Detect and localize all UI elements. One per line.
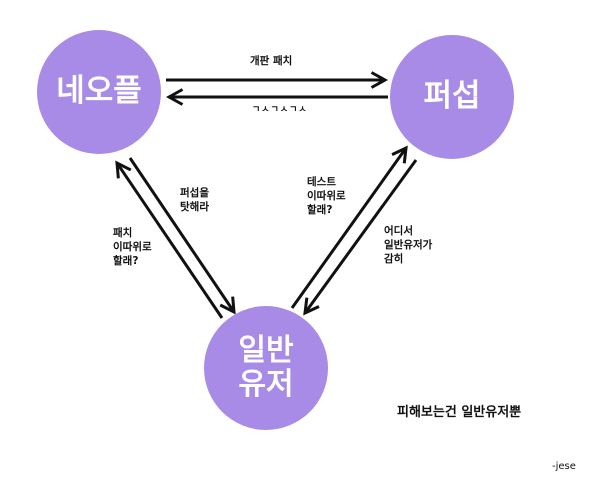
node-user-label-line2: 유저 (238, 367, 294, 402)
arrow-neople-to-user (128, 157, 234, 312)
node-neople-label: 네오플 (56, 73, 142, 110)
node-user-label-line1: 일반 (238, 332, 294, 368)
node-general-user: 일반 유저 (204, 306, 328, 430)
arrow-pubsub-to-user (305, 159, 418, 313)
label-blame-pubsub: 퍼섭을 탓해라 (180, 187, 209, 214)
label-test-complaint: 테스트 이따위로 할래? (307, 176, 346, 217)
node-neople: 네오플 (37, 30, 161, 154)
arrow-user-to-pubsub (290, 148, 406, 309)
label-only-users-suffer: 피해보는건 일반유저뿐 (397, 405, 522, 420)
arrow-user-to-neople (117, 163, 224, 319)
label-patch-complaint: 패치 이따위로 할래? (113, 227, 152, 268)
label-bad-patch: 개판 패치 (250, 55, 293, 67)
author-signature: -jese (552, 461, 576, 472)
label-how-dare-user: 어디서 일반유저가 감히 (384, 225, 433, 266)
label-laugh: ㄱㅅㄱㅅㄱㅅ (252, 105, 308, 115)
node-pubsub-label: 퍼섭 (423, 78, 481, 115)
node-pubsub: 퍼섭 (390, 35, 514, 159)
